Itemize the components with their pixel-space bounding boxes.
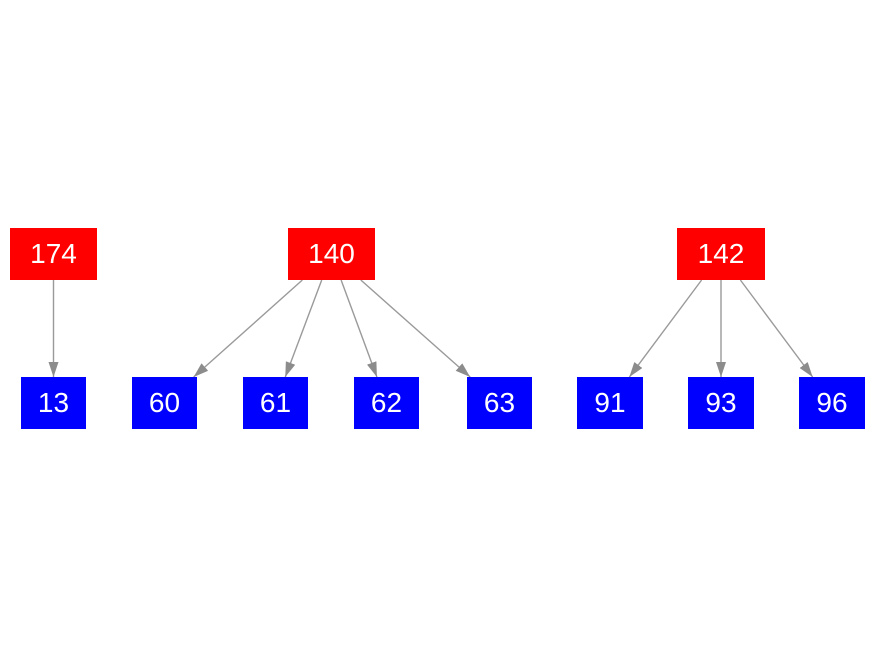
edge-140-61 — [284, 279, 323, 378]
node-label: 91 — [594, 387, 626, 418]
node-label: 140 — [308, 238, 355, 269]
node-142: 142 — [677, 228, 765, 280]
node-label: 63 — [483, 387, 516, 418]
node-140: 140 — [288, 228, 375, 280]
node-61: 61 — [243, 377, 308, 429]
node-label: 93 — [705, 387, 737, 418]
node-91: 91 — [577, 377, 643, 429]
node-label: 142 — [697, 238, 745, 269]
node-label: 61 — [259, 387, 292, 418]
edge-140-63 — [360, 279, 471, 378]
node-13: 13 — [21, 377, 86, 429]
node-96: 96 — [799, 377, 865, 429]
edge-140-62 — [340, 279, 378, 378]
edge-142-91 — [628, 279, 703, 378]
edge-140-60 — [193, 279, 303, 378]
node-62: 62 — [354, 377, 419, 429]
node-label: 60 — [148, 387, 181, 418]
node-93: 93 — [688, 377, 754, 429]
node-63: 63 — [467, 377, 532, 429]
node-174: 174 — [10, 228, 97, 280]
edge-142-96 — [739, 279, 814, 378]
node-label: 62 — [370, 387, 403, 418]
node-label: 13 — [37, 387, 70, 418]
node-label: 174 — [30, 238, 77, 269]
node-label: 96 — [816, 387, 848, 418]
node-60: 60 — [132, 377, 197, 429]
